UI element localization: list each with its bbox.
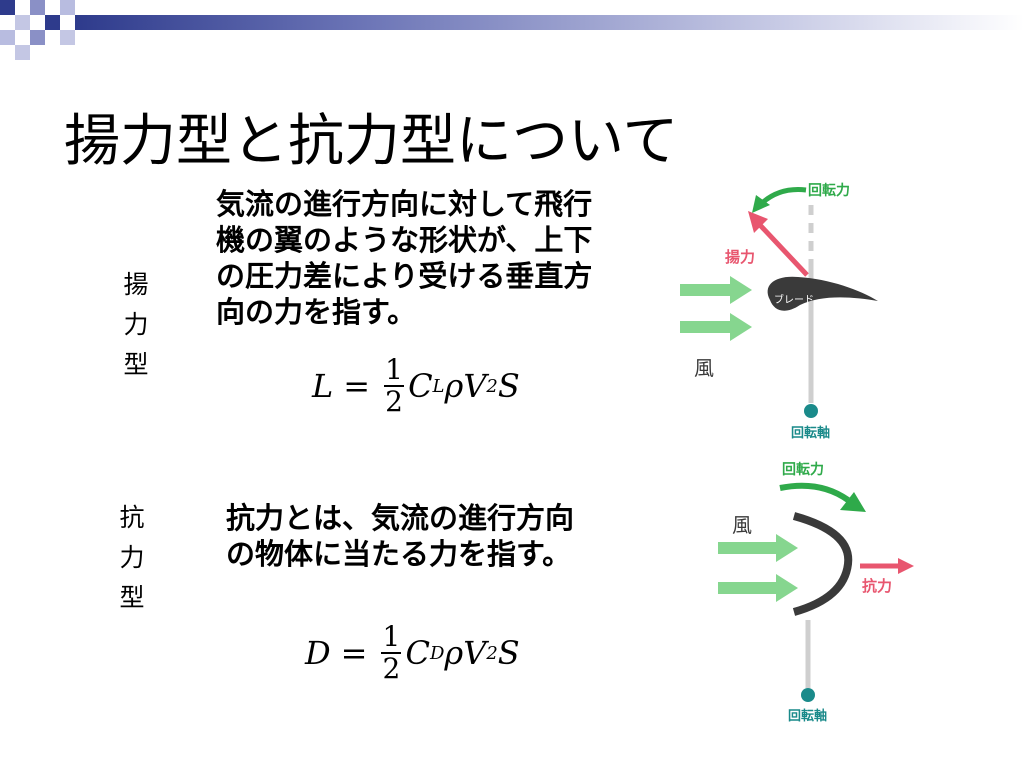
fraction-denominator: 2 [385,385,403,418]
formula-equals: = [340,634,368,672]
formula-subscript: D [429,642,445,664]
deco-square [0,30,15,45]
deco-square [15,15,30,30]
drag-cup-icon [792,512,853,616]
slide-title: 揚力型と抗力型について [64,109,679,174]
drag-type-label: 抗 力 型 [112,498,152,618]
formula-fraction: 1 2 [381,620,402,685]
deco-square [0,0,15,15]
rotation-arrow-icon [779,482,850,503]
deco-square [30,30,45,45]
formula-density-velocity: ρV [444,367,487,405]
label-char: 型 [123,350,149,379]
wind-arrow-shaft [718,582,778,594]
label-char: 抗 [119,503,145,532]
rotation-label: 回転力 [782,461,824,478]
wind-arrow-icon [730,276,752,304]
description-line: の物体に当たる力を指す。 [226,537,572,571]
lift-type-label: 揚 力 型 [116,265,156,385]
lift-description: 気流の進行方向に対して飛行 機の翼のような形状が、上下 の圧力差により受ける垂直… [216,186,592,330]
description-line: 機の翼のような形状が、上下 [216,223,593,257]
wind-arrow-shaft [680,321,732,333]
drag-diagram: 回転軸 回転力 風 抗力 [718,461,914,724]
formula-superscript: 2 [486,642,498,664]
drag-label: 抗力 [862,577,892,595]
rotation-arrowhead-icon [752,195,770,213]
description-line: 向の力を指す。 [216,295,417,329]
fraction-bar [381,652,402,654]
fraction-numerator: 1 [382,620,401,653]
fraction-bar [384,385,405,387]
deco-gradient-bar [75,15,1024,30]
description-line: 気流の進行方向に対して飛行 [216,187,593,221]
deco-square [60,30,75,45]
formula-coefficient: C [405,634,430,672]
deco-square [30,0,45,15]
blade-icon [767,276,878,311]
label-char: 力 [123,310,149,339]
wind-arrow-shaft [718,542,778,554]
deco-square [45,15,60,30]
axis-label: 回転軸 [791,425,830,441]
formula-area: S [497,367,520,405]
label-char: 型 [119,583,145,612]
drag-description: 抗力とは、気流の進行方向 の物体に当たる力を指す。 [226,500,574,572]
formula-density-velocity: ρV [444,634,487,672]
formula-coefficient: C [408,367,433,405]
description-line: 抗力とは、気流の進行方向 [226,501,575,535]
axis-pivot-icon [801,688,815,702]
rotation-arrow-icon [760,187,807,205]
formula-lhs: D [305,634,331,672]
wind-label: 風 [732,513,752,537]
rotation-label: 回転力 [808,182,850,199]
wind-arrow-icon [776,574,798,602]
deco-square [15,45,30,60]
formula-superscript: 2 [486,375,498,397]
label-char: 力 [119,543,145,572]
axis-label: 回転軸 [788,708,827,724]
fraction-denominator: 2 [382,652,401,685]
wind-arrow-icon [776,534,798,562]
formula-area: S [497,634,520,672]
drag-arrowhead-icon [898,558,914,574]
formula-equals: = [343,367,371,405]
blade-label: ブレード [774,293,814,306]
wind-arrow-shaft [680,284,732,296]
description-line: の圧力差により受ける垂直方 [216,259,593,293]
lift-diagram: 回転軸 回転力 揚力 ブレード 風 [680,182,878,441]
formula-fraction: 1 2 [384,353,405,418]
fraction-numerator: 1 [385,353,403,386]
formula-lhs: L [312,367,334,405]
wind-label: 風 [694,356,714,380]
lift-arrow-icon [758,223,809,277]
lift-arrowhead-icon [748,211,768,233]
formula-subscript: L [432,375,445,397]
rotation-arrowhead-icon [840,492,866,512]
wind-arrow-icon [730,313,752,341]
deco-square [60,0,75,15]
lift-label: 揚力 [725,248,755,266]
axis-pivot-icon [804,404,818,418]
label-char: 揚 [123,270,149,299]
slide-decoration [0,0,1024,60]
